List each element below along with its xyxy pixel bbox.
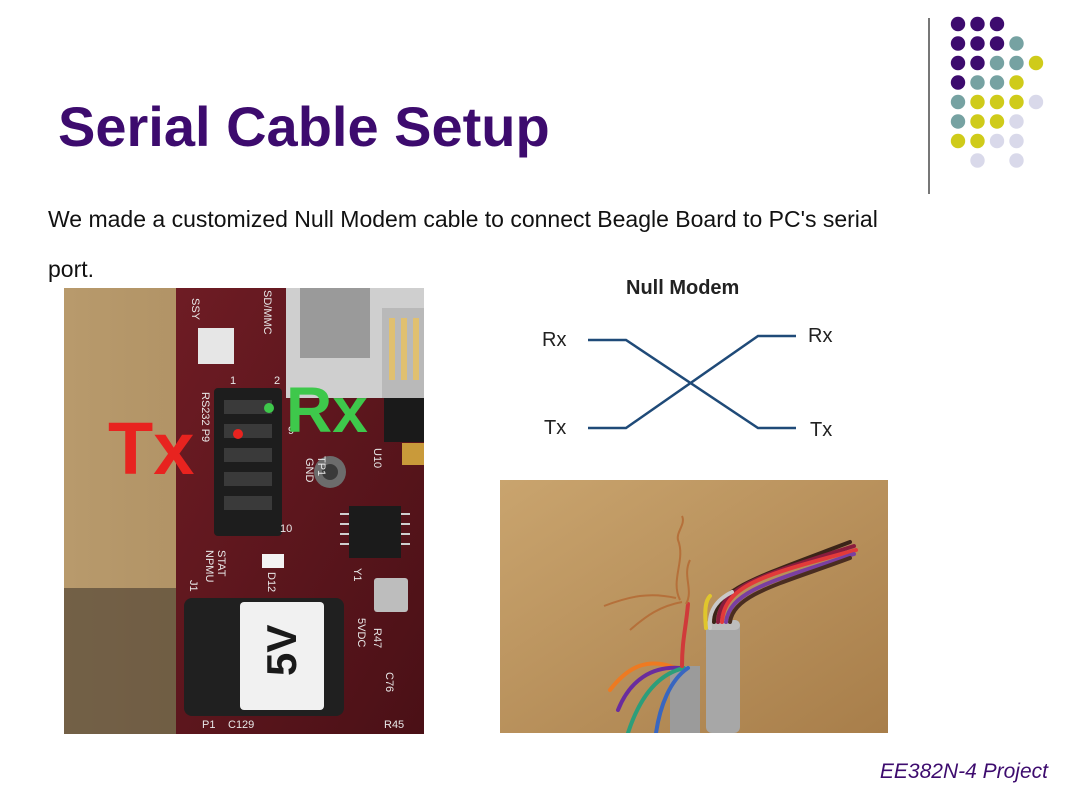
- decorative-dot: [989, 36, 1005, 51]
- decorative-dot: [989, 55, 1005, 71]
- silk-stat: STAT: [215, 550, 227, 577]
- decorative-dot: [970, 94, 985, 110]
- decorative-dot: [950, 16, 966, 32]
- decorative-dot: [950, 114, 966, 129]
- vertical-divider: [928, 18, 930, 194]
- decorative-dot: [970, 36, 985, 51]
- silk-npmu: NPMU: [203, 550, 215, 582]
- diagram-title: Null Modem: [626, 277, 739, 299]
- crossover-wires: [588, 334, 796, 430]
- decorative-dot: [950, 55, 966, 71]
- decorative-dot: [950, 94, 966, 110]
- rx-annotation: Rx: [286, 374, 368, 446]
- silk-gnd: GND: [303, 458, 315, 483]
- decorative-dot: [989, 75, 1005, 90]
- silk-tp1: TP1: [315, 456, 327, 476]
- diagram-right-tx-label: Tx: [810, 419, 832, 441]
- null-modem-diagram: Null Modem Rx Tx Rx Tx: [520, 270, 860, 460]
- silk-ssy: SSY: [189, 298, 201, 321]
- decorative-dot: [989, 133, 1005, 149]
- decorative-dot: [989, 114, 1005, 129]
- decorative-dot: [1009, 153, 1024, 168]
- silk-5vdc: 5VDC: [355, 618, 367, 647]
- decorative-dot: [950, 36, 966, 51]
- decorative-dot: [1028, 94, 1044, 110]
- tx-annotation: Tx: [108, 407, 194, 490]
- silk-sdmmc: SD/MMC: [261, 290, 273, 335]
- silk-y1: Y1: [351, 568, 363, 581]
- decorative-dot: [970, 55, 985, 71]
- decorative-dot: [970, 75, 985, 90]
- silk-pin10: 10: [280, 523, 292, 535]
- footer-project-label: EE382N-4 Project: [879, 760, 1048, 783]
- beagleboard-serial-header-photo: 5V SSY SD/MMC RS232 P9 GND TP1 U10 NPMU …: [64, 288, 424, 734]
- decorative-dot: [1009, 36, 1024, 51]
- decorative-dot: [1009, 114, 1024, 129]
- decorative-dot: [970, 153, 985, 168]
- barrel-jack-label: 5V: [258, 625, 305, 676]
- decorative-dot: [1028, 55, 1044, 71]
- decorative-dot: [970, 114, 985, 129]
- silk-r45: R45: [384, 719, 404, 731]
- decorative-dot: [1009, 94, 1024, 110]
- silk-d12: D12: [265, 572, 277, 592]
- decorative-dot: [950, 133, 966, 149]
- silk-rs232: RS232 P9: [199, 392, 211, 442]
- silk-j12: U10: [371, 448, 383, 468]
- silk-j1: J1: [187, 580, 199, 592]
- silk-r47: R47: [371, 628, 383, 648]
- decorative-dot: [1009, 55, 1024, 71]
- silk-pin9: 9: [288, 425, 294, 437]
- decorative-dot: [989, 94, 1005, 110]
- slide-body-text: We made a customized Null Modem cable to…: [48, 206, 878, 282]
- decorative-dot: [1009, 75, 1024, 90]
- decorative-dot: [950, 75, 966, 90]
- silk-c76: C76: [383, 672, 395, 692]
- silk-pin2: 2: [274, 375, 280, 387]
- silk-p1: P1: [202, 719, 215, 731]
- silk-pin1: 1: [230, 375, 236, 387]
- diagram-left-tx-label: Tx: [544, 417, 566, 439]
- decorative-dot: [1009, 133, 1024, 149]
- decorative-dot: [970, 16, 985, 32]
- customized-cable-photo: [500, 480, 888, 733]
- diagram-right-rx-label: Rx: [808, 325, 832, 347]
- diagram-left-rx-label: Rx: [542, 329, 566, 351]
- slide-title: Serial Cable Setup: [58, 95, 550, 158]
- decorative-dot: [989, 16, 1005, 32]
- silk-c129: C129: [228, 719, 254, 731]
- decorative-dot: [970, 133, 985, 149]
